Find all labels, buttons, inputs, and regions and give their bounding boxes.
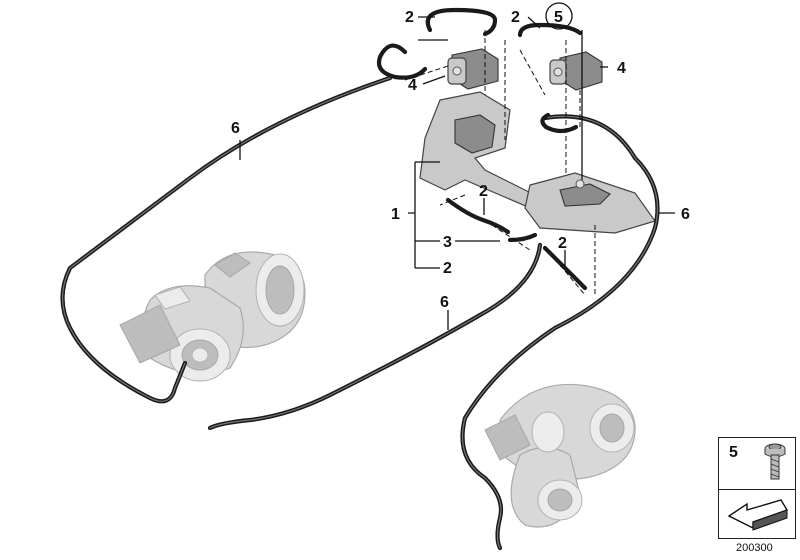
turbocharger-right [484, 383, 636, 528]
direction-arrow-icon [727, 499, 789, 531]
vacuum-hoses [60, 7, 660, 551]
turbocharger-left [119, 251, 306, 382]
assembly-lines [404, 30, 596, 296]
callout-2: 2 [443, 260, 452, 277]
callout-2: 2 [405, 9, 414, 26]
callout-3: 3 [443, 234, 452, 251]
solenoid-valve-right [549, 51, 603, 91]
legend-divider [719, 489, 795, 490]
callout-2: 2 [511, 9, 520, 26]
callout-5: 5 [554, 9, 563, 26]
bracket-part-1 [419, 91, 656, 234]
legend-box: 5 [718, 437, 796, 539]
legend-number: 5 [729, 444, 738, 461]
callout-2: 2 [558, 235, 567, 252]
diagram-code: 200300 [736, 542, 773, 554]
callout-6: 6 [231, 120, 240, 137]
callout-2: 2 [479, 183, 488, 200]
callout-5-circle [545, 2, 573, 30]
callout-4: 4 [617, 60, 626, 77]
bolt-icon [764, 443, 786, 480]
solenoid-valve-left [447, 48, 499, 90]
leader-lines [239, 16, 675, 330]
callout-1: 1 [391, 206, 400, 223]
callout-4: 4 [408, 77, 417, 94]
callouts: 2 2 5 4 4 6 1 2 3 2 2 6 6 [231, 2, 690, 311]
callout-6: 6 [681, 206, 690, 223]
callout-6: 6 [440, 294, 449, 311]
